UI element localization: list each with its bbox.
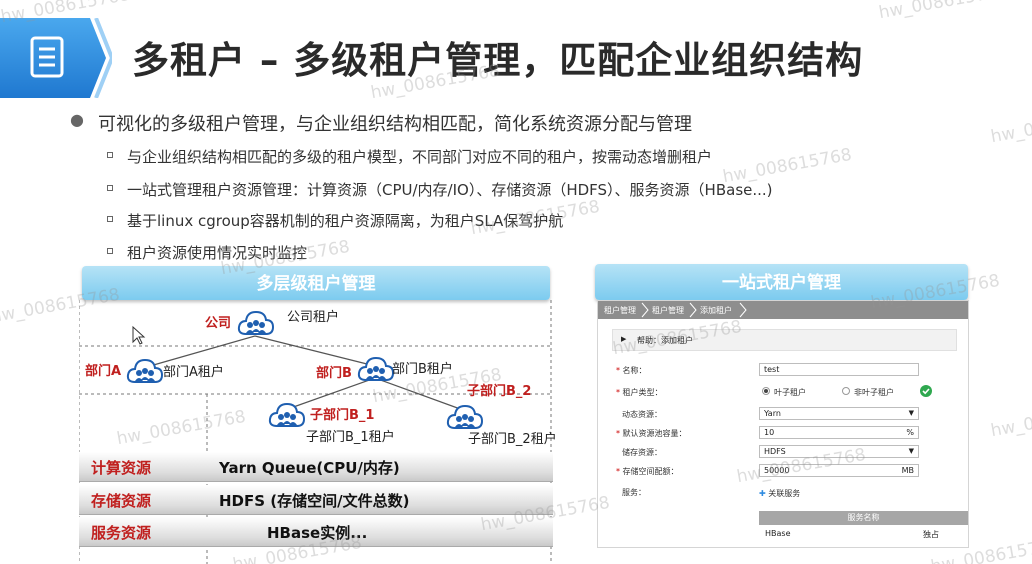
node-dept-b-label: 部门B [316,366,352,381]
cloud-tenant-icon [446,404,484,429]
resource-row-compute: 计算资源 Yarn Queue(CPU/内存) [79,452,553,482]
sub-bullet-text: 与企业组织结构相匹配的多级的租户模型，不同部门对应不同的租户，按需动态增删租户 [127,148,713,166]
node-sub-b2-desc: 子部门B_2租户 [468,432,557,447]
node-company-label: 公司 [205,316,232,331]
node-dept-b-desc: 部门B租户 [392,362,453,377]
resource-value: HBase实例... [267,524,368,542]
quota-label: * 存储空间配额： [616,467,679,476]
tenant-type-label: * 租户类型： [616,388,663,397]
capacity-field[interactable]: 10% [759,426,919,439]
radio-nonleaf-tenant[interactable] [842,387,850,395]
cloud-tenant-icon [357,356,395,381]
breadcrumb-item[interactable]: 租户管理 [652,306,684,315]
resource-label: 计算资源 [91,459,152,477]
help-bar[interactable]: ▶ 帮助：添加租户 [612,329,957,351]
service-table-header: 服务名称 [759,511,968,525]
square-bullet-icon [107,248,113,254]
node-dept-a-desc: 部门A租户 [163,365,224,380]
cloud-tenant-icon [126,358,164,383]
radio-leaf-label: 叶子租户 [774,388,806,397]
resource-label: 存储资源 [91,492,152,510]
check-circle-icon [920,385,932,397]
chevron-right-icon [739,302,747,318]
sub-bullet-text: 一站式管理租户资源管理：计算资源（CPU/内存/IO）、存储资源（HDFS）、服… [127,181,773,199]
one-stop-tenant-header: 一站式租户管理 [595,264,968,300]
page-title: 多租户 – 多级租户管理，匹配企业组织结构 [132,39,864,82]
caret-down-icon: ▼ [908,409,914,417]
header-accent-bar [0,18,112,98]
resource-value: HDFS (存储空间/文件总数) [219,492,410,510]
help-text: 帮助：添加租户 [637,336,693,345]
add-tenant-form: 租户管理 租户管理 添加租户 ▶ 帮助：添加租户 * 名称： test * 租户… [597,300,969,548]
breadcrumb-item[interactable]: 租户管理 [604,306,636,315]
triangle-right-icon: ▶ [621,335,627,343]
node-company-desc: 公司租户 [287,310,340,325]
caret-down-icon: ▼ [908,447,914,455]
capacity-label: * 默认资源池容量： [616,429,687,438]
dynamic-resource-select[interactable]: Yarn▼ [759,407,919,420]
resource-value: Yarn Queue(CPU/内存) [219,459,400,477]
storage-resource-label: 储存资源： [622,448,662,457]
node-sub-b1-desc: 子部门B_1租户 [306,430,395,445]
service-mode-cell: 独占 [923,530,939,539]
chevron-right-icon [689,302,697,318]
radio-leaf-tenant[interactable] [762,387,770,395]
breadcrumb-item: 添加租户 [700,306,732,315]
service-label: 服务： [622,488,646,497]
storage-resource-select[interactable]: HDFS▼ [759,445,919,458]
resource-row-service: 服务资源 HBase实例... [79,517,553,547]
document-list-icon [30,36,64,78]
watermark: hw_008615768 [877,0,1010,24]
node-sub-b2-label: 子部门B_2 [467,384,532,399]
main-bullet-text: 可视化的多级租户管理，与企业组织结构相匹配，简化系统资源分配与管理 [98,114,692,135]
node-sub-b1-label: 子部门B_1 [310,408,375,423]
resource-label: 服务资源 [91,524,152,542]
service-table: 服务名称 HBase 独占 [759,511,968,543]
radio-nonleaf-label: 非叶子租户 [854,388,894,397]
square-bullet-icon [107,185,113,191]
cloud-tenant-icon [237,310,275,335]
dynamic-resource-label: 动态资源： [622,410,662,419]
breadcrumb: 租户管理 租户管理 添加租户 [598,301,968,319]
mouse-cursor-icon [132,325,146,345]
cloud-tenant-icon [268,402,306,427]
multi-level-tenant-header: 多层级租户管理 [82,266,550,300]
bullet-dot-icon: ● [70,110,84,129]
square-bullet-icon [107,216,113,222]
name-field[interactable]: test [759,363,919,376]
service-name-cell: HBase [765,529,791,538]
node-dept-a-label: 部门A [85,364,122,379]
name-label: * 名称： [616,366,647,375]
sub-bullet-text: 租户资源使用情况实时监控 [127,244,308,262]
resource-row-storage: 存储资源 HDFS (存储空间/文件总数) [79,485,553,515]
chevron-right-icon [641,302,649,318]
watermark: hw_008615768 [989,398,1032,442]
square-bullet-icon [107,152,113,158]
sub-bullet-text: 基于linux cgroup容器机制的租户资源隔离，为租户SLA保驾护航 [127,212,564,230]
associate-service-link[interactable]: ✚ 关联服务 [759,489,801,498]
plus-icon: ✚ [759,489,766,498]
watermark: hw_008615768 [989,104,1032,148]
